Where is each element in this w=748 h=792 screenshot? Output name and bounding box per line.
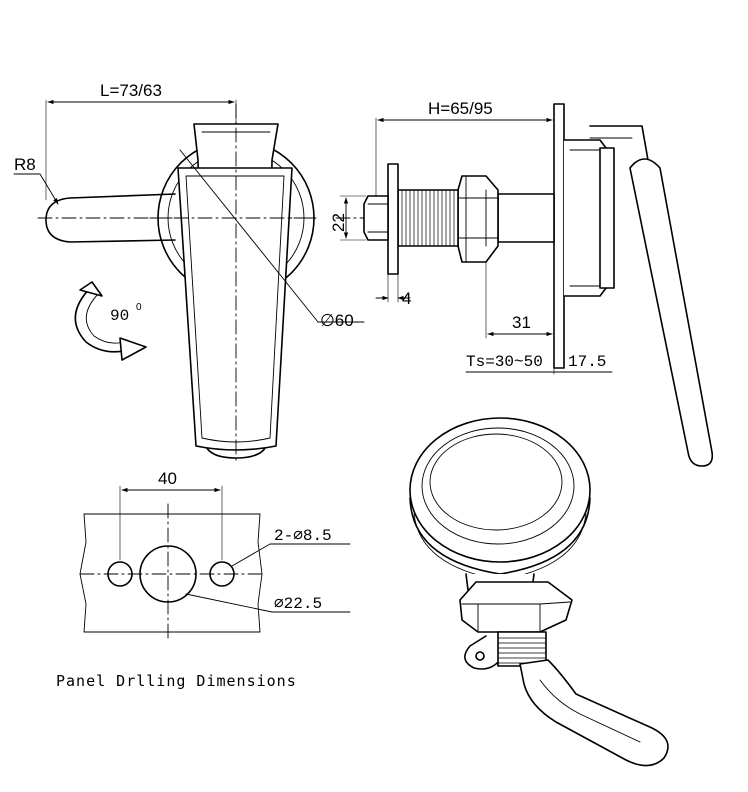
side-view: H=65/95 22 4 31 Ts=30~50 17.5: [329, 99, 714, 467]
drilling-caption: Panel Drlling Dimensions: [56, 672, 297, 690]
thread-diameter-label: 22: [329, 213, 348, 232]
center-hole-leader: [185, 593, 351, 613]
handle-body: [177, 167, 293, 451]
mounting-holes-leader: [231, 543, 351, 567]
thread-lines: [401, 189, 455, 247]
panel-outline: [79, 513, 263, 633]
iso-hex-nut: [459, 581, 573, 633]
radius-label: R8: [14, 155, 36, 174]
shaft-body: [497, 193, 555, 243]
panel-drilling-view: 40 2-∅8.5 ∅22.5 Panel Drlling Dimensions: [56, 469, 351, 690]
cam-tongue-edge: [539, 679, 641, 743]
rotation-degree-symbol: 0: [136, 302, 142, 313]
radius-leader: [13, 173, 59, 205]
length-label: L=73/63: [100, 81, 162, 100]
flange-ring: [599, 147, 615, 289]
washer: [387, 163, 399, 275]
washer-thickness-label: 4: [402, 289, 411, 308]
ear-hole: [475, 651, 485, 661]
flange-offset-label: 17.5: [568, 353, 606, 371]
panel-thickness-label: Ts=30~50: [466, 353, 543, 371]
cam-offset-label: 31: [512, 313, 531, 332]
hex-nut: [457, 175, 499, 263]
cap-outer: [409, 417, 591, 563]
handle-body-inner: [185, 175, 285, 443]
isometric-view: [409, 417, 669, 767]
mounting-hole-left: [107, 561, 133, 587]
cap-top-ring: [421, 427, 575, 545]
lever-link: [589, 125, 649, 161]
flange-diameter-label: ∅60: [320, 311, 354, 330]
rotation-arrow-tail: [79, 281, 103, 297]
cam-tongue: [519, 659, 669, 767]
rotation-arrow: [74, 285, 129, 353]
mounting-hole-right: [209, 561, 235, 587]
mounting-ear: [464, 635, 521, 670]
panel-plate: [553, 103, 565, 369]
front-view: L=73/63 R8 ∅60 90 0: [13, 81, 365, 465]
rotation-arrow-inner: [85, 291, 125, 344]
lever-arm: [45, 193, 176, 243]
flange-diameter-leader: [179, 149, 319, 323]
mounting-holes-label: 2-∅8.5: [274, 527, 332, 545]
hole-spacing-label: 40: [158, 469, 177, 488]
rotation-label: 90: [110, 307, 129, 325]
center-hole-label: ∅22.5: [274, 595, 322, 613]
cap-top-inner: [429, 433, 563, 531]
rotation-arrow-head: [119, 337, 147, 361]
center-hole: [139, 545, 197, 603]
threaded-body: [397, 189, 459, 247]
height-label: H=65/95: [428, 99, 493, 118]
side-lever: [629, 158, 714, 467]
cam-tip: [363, 195, 389, 241]
